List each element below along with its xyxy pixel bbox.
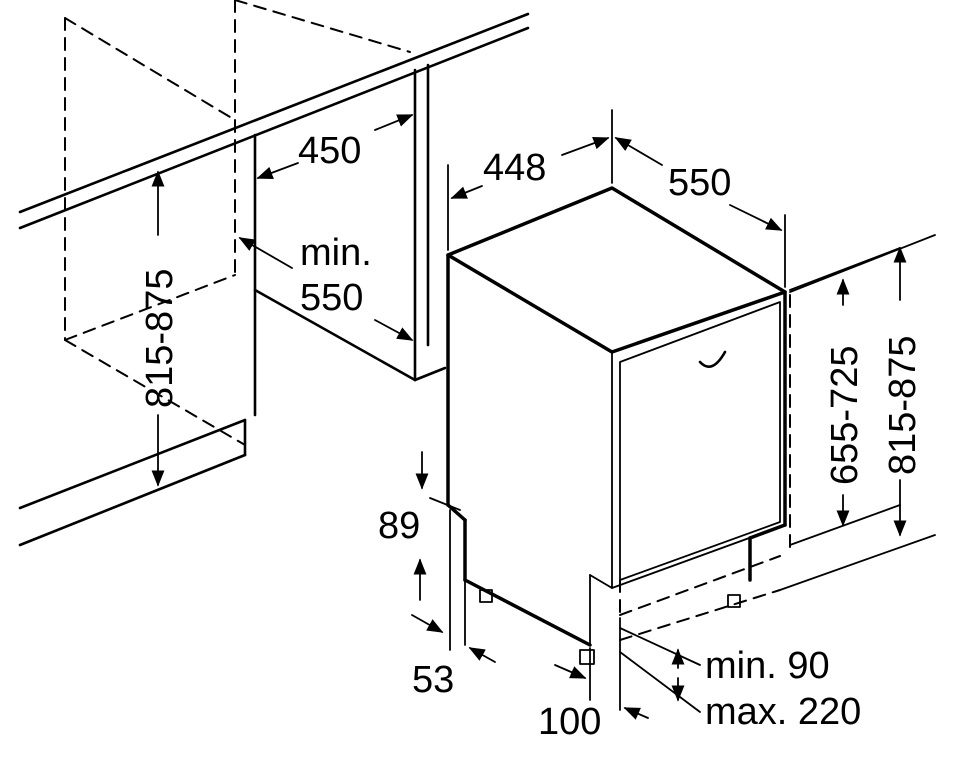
dim-total-height: 815-875 xyxy=(779,234,936,591)
label-niche-width: 450 xyxy=(298,130,361,172)
label-plinth-gap-min: min. 90 xyxy=(705,645,830,687)
worktop xyxy=(18,12,530,230)
door-handle-icon xyxy=(698,350,727,368)
label-appliance-width: 448 xyxy=(483,147,546,189)
dim-niche-height: 815-875 xyxy=(139,170,181,487)
label-foot-offset: 53 xyxy=(412,659,454,701)
dim-door-offset: 100 xyxy=(538,617,649,743)
label-plinth-gap-max: max. 220 xyxy=(705,691,861,733)
dim-appliance-depth: 550 xyxy=(614,137,786,288)
label-niche-height: 815-875 xyxy=(139,269,181,408)
dishwasher-door xyxy=(611,291,791,616)
niche-dashed-outline xyxy=(64,0,411,446)
label-total-height: 815-875 xyxy=(882,336,924,475)
side-cabinet xyxy=(243,63,447,457)
label-niche-depth-value: 550 xyxy=(300,277,363,319)
floor-line xyxy=(18,418,247,547)
dim-niche-depth: min. 550 xyxy=(238,232,414,341)
dishwasher-body xyxy=(446,186,787,647)
dim-plinth-height: 89 xyxy=(378,451,461,601)
label-niche-depth-min: min. xyxy=(300,232,372,274)
label-door-offset: 100 xyxy=(538,701,601,743)
plinth xyxy=(589,574,781,646)
dim-appliance-width: 448 xyxy=(447,109,613,251)
dim-plinth-gap: min. 90 max. 220 xyxy=(619,627,861,733)
dim-foot-offset: 53 xyxy=(411,509,496,701)
label-door-height: 655-725 xyxy=(824,346,866,485)
label-plinth-height: 89 xyxy=(378,505,420,547)
feet xyxy=(479,589,741,665)
dim-niche-width: 450 xyxy=(256,114,414,179)
label-appliance-depth: 550 xyxy=(668,162,731,204)
